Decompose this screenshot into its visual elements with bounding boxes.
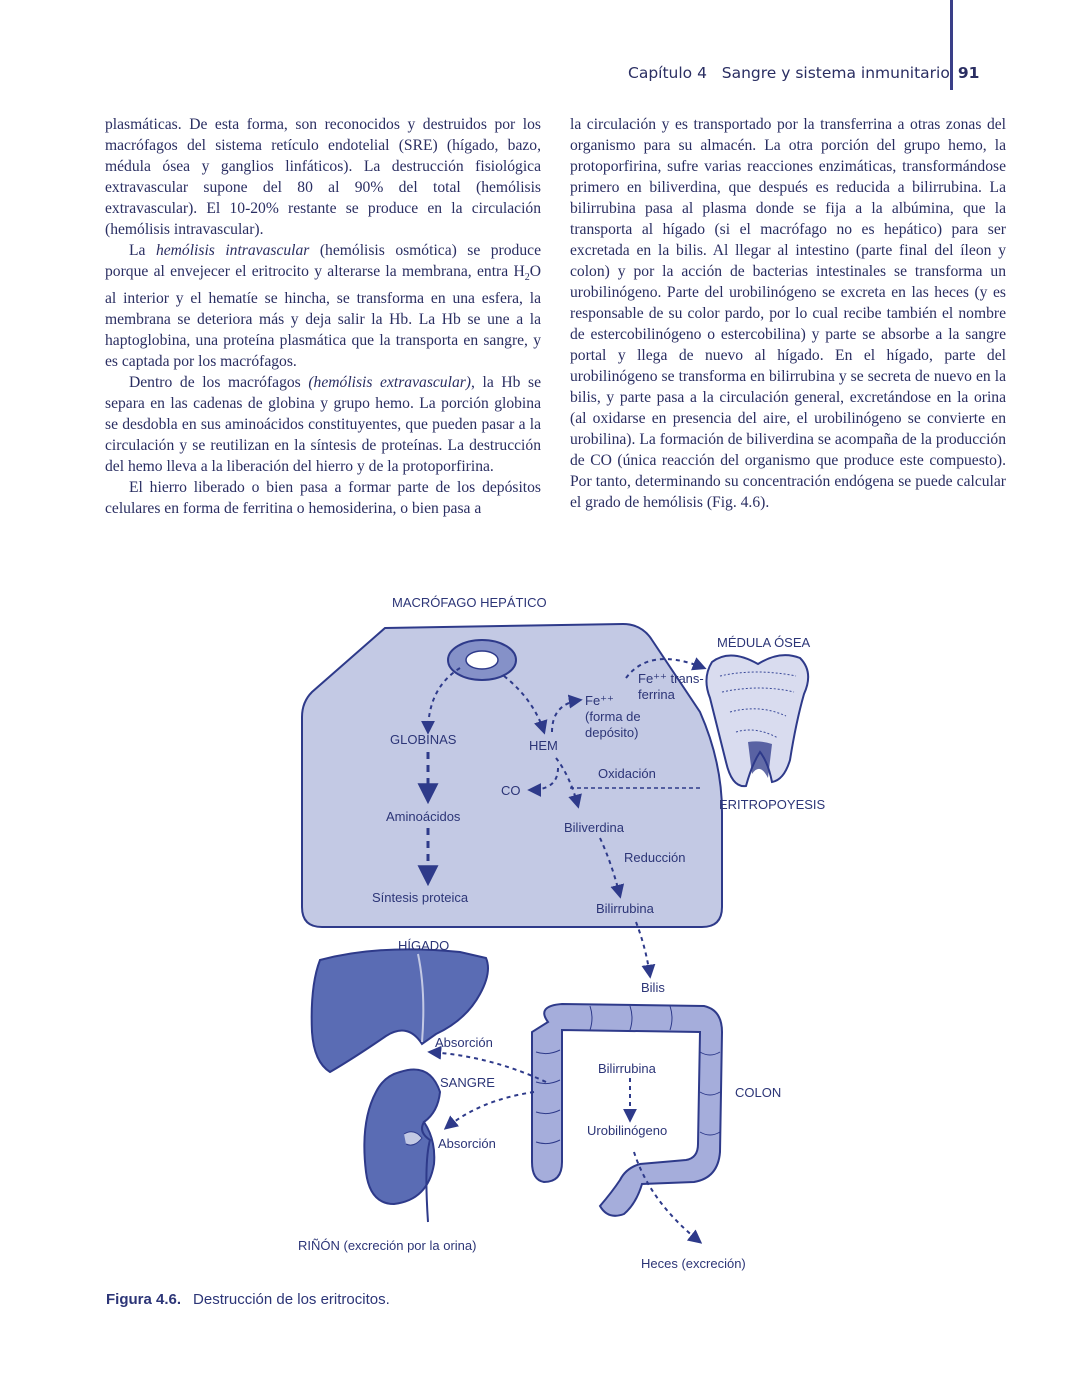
diagram: MACRÓFAGO HEPÁTICO MÉDULA ÓSEA Fe⁺⁺ tran… (298, 595, 826, 1271)
running-header: Capítulo 4 Sangre y sistema inmunitario 9… (628, 64, 979, 82)
emphasis: hemólisis intravascular (155, 242, 310, 259)
colon-icon (531, 1002, 724, 1217)
kidney-icon (363, 1068, 442, 1206)
left-column: plasmáticas. De esta forma, son reconoci… (105, 114, 541, 519)
arrow (551, 694, 583, 733)
label-eritropoyesis: ERITROPOYESIS (719, 797, 826, 812)
arrow (599, 837, 625, 899)
label-medula: MÉDULA ÓSEA (717, 635, 811, 650)
label-globinas: GLOBINAS (390, 732, 457, 747)
figure-caption: Figura 4.6. Destrucción de los eritrocito… (106, 1291, 390, 1308)
label-fe-deposito-2: (forma de (585, 709, 641, 724)
macrophage-cell (301, 622, 723, 928)
label-bilirrubina: Bilirrubina (596, 901, 655, 916)
label-higado: HÍGADO (398, 938, 449, 953)
arrow (421, 667, 461, 735)
label-co: CO (501, 783, 521, 798)
header-rule (950, 0, 953, 90)
emphasis: (hemólisis extravascular) (308, 374, 471, 392)
arrow (635, 921, 656, 979)
arrow (443, 1091, 535, 1130)
label-sintesis: Síntesis proteica (372, 890, 469, 905)
page-number: 91 (957, 64, 980, 82)
label-urobilinogeno: Urobilinógeno (587, 1123, 667, 1138)
arrow (555, 757, 582, 809)
label-bilirrubina-2: Bilirrubina (598, 1061, 657, 1076)
label-bilis: Bilis (641, 980, 665, 995)
label-absorcion-1: Absorción (435, 1035, 493, 1050)
paragraph: la circulación y es transportado por la … (570, 116, 1006, 511)
figure-erythrocyte-destruction: MACRÓFAGO HEPÁTICO MÉDULA ÓSEA Fe⁺⁺ tran… (290, 592, 850, 1282)
paragraph: El hierro liberado o bien pasa a formar … (105, 479, 541, 518)
paragraph: La hemólisis intravascular (hemólisis os… (105, 242, 541, 371)
label-hem: HEM (529, 738, 558, 753)
label-rinon: RIÑÓN (excreción por la orina) (298, 1238, 476, 1253)
label-aminoacidos: Aminoácidos (386, 809, 461, 824)
chapter-title: Capítulo 4 Sangre y sistema inmunitario (628, 64, 950, 82)
label-fe-transferrina-2: ferrina (638, 687, 676, 702)
label-biliverdina: Biliverdina (564, 820, 625, 835)
label-oxidacion: Oxidación (598, 766, 656, 781)
right-column: la circulación y es transportado por la … (570, 114, 1006, 513)
paragraph: plasmáticas. De esta forma, son reconoci… (105, 116, 541, 238)
figure-number: Figura 4.6. (106, 1291, 182, 1308)
bone-marrow-icon (705, 654, 810, 788)
label-colon: COLON (735, 1085, 781, 1100)
arrow (427, 1045, 547, 1083)
label-reduccion: Reducción (624, 850, 685, 865)
caption-text: Destrucción de los eritrocitos. (193, 1291, 390, 1308)
label-fe-deposito: Fe⁺⁺ (585, 693, 614, 708)
arrow (633, 1151, 703, 1244)
label-absorcion-2: Absorción (438, 1136, 496, 1151)
label-fe-transferrina: Fe⁺⁺ trans- (638, 671, 704, 686)
label-macrofago: MACRÓFAGO HEPÁTICO (392, 595, 547, 610)
paragraph: Dentro de los macrófagos (hemólisis extr… (105, 374, 541, 476)
label-heces: Heces (excreción) (641, 1256, 746, 1271)
label-fe-deposito-3: depósito) (585, 725, 638, 740)
liver-icon (310, 948, 489, 1074)
arrow (625, 657, 707, 679)
label-sangre: SANGRE (440, 1075, 495, 1090)
arrow (527, 767, 559, 797)
